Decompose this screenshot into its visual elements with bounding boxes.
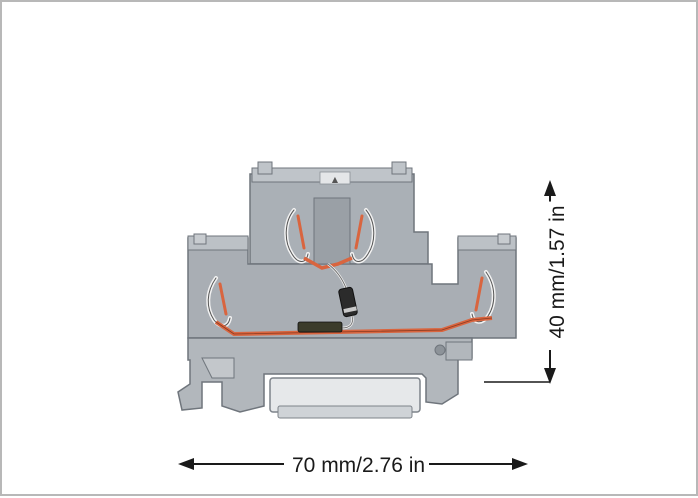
height-dimension-line [484, 180, 556, 384]
diode [297, 263, 358, 333]
spring-clamps [206, 208, 496, 328]
width-dimension-line [178, 458, 528, 470]
height-dimension-label: 40 mm/1.57 in [546, 201, 570, 343]
clamp-lower-left [206, 276, 232, 328]
width-dimension-label: 70 mm/2.76 in [288, 454, 430, 478]
svg-text:▲: ▲ [332, 175, 339, 184]
marking-label [319, 171, 351, 185]
base-foot [177, 337, 473, 413]
clamp-upper-right [350, 208, 376, 264]
